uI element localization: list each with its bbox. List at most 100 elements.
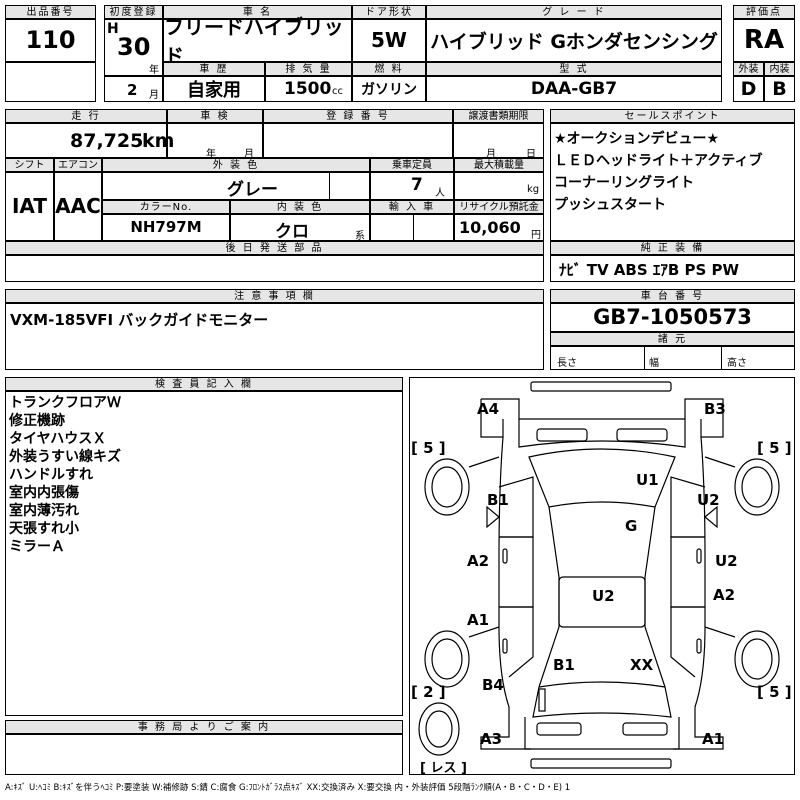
remark-2: 修正機跡 xyxy=(9,413,65,429)
recycle-box: 10,060 円 xyxy=(454,213,544,241)
sales-line-2: ＬＥＤヘッドライト＋アクティブ xyxy=(554,153,763,169)
notes-label: 注 意 事 項 欄 xyxy=(5,289,544,304)
int-color-box: クロ 系 xyxy=(230,213,370,242)
int-color-label: 内 装 色 xyxy=(230,200,370,215)
color-no: NH797M xyxy=(102,213,230,241)
remark-5: ハンドルすれ xyxy=(9,467,93,483)
capacity-box: 7 人 xyxy=(370,171,454,200)
remark-6: 室内内張傷 xyxy=(9,485,79,501)
mileage-unit: km xyxy=(142,130,175,152)
reg-year: 30 xyxy=(117,33,151,61)
mileage-label: 走 行 xyxy=(5,109,167,124)
damage-b3: B3 xyxy=(704,400,726,418)
transfer-day-unit: 日 xyxy=(526,149,536,160)
load-unit: kg xyxy=(527,184,540,195)
remark-1: トランクフロアＷ xyxy=(9,395,121,411)
inspection-label: 車 検 xyxy=(167,109,263,124)
sales-line-1: ★オークションデビュー★ xyxy=(554,131,720,147)
recycle-label: リサイクル預託金 xyxy=(454,200,544,215)
transfer-box: 月 日 xyxy=(453,122,544,160)
interior-color: クロ xyxy=(275,222,309,242)
door-label: ドア形状 xyxy=(352,5,426,20)
int-color-unit: 系 xyxy=(355,231,365,242)
transfer-label: 譲渡書類期限 xyxy=(453,109,544,124)
color-label: 外 装 色 xyxy=(102,158,370,173)
displacement-box: 1500 cc xyxy=(265,75,352,102)
score: RA xyxy=(733,18,795,62)
inspector-label: 検 査 員 記 入 欄 xyxy=(5,377,403,392)
tire-front-left: [ 5 ] xyxy=(411,439,446,457)
equipment-items: ﾅﾋﾞ TV ABS ｴｱB PS PW xyxy=(550,254,795,282)
car-diagram xyxy=(418,381,780,769)
displacement-label: 排 気 量 xyxy=(265,62,352,77)
specs-box: 長さ 幅 高さ xyxy=(550,345,795,370)
notes-text: VXM-185VFI バックガイドモニター xyxy=(5,302,544,370)
color-divider xyxy=(329,172,330,199)
month-unit: 月 xyxy=(149,90,159,101)
damage-u1: U1 xyxy=(636,471,659,489)
spec-width: 幅 xyxy=(649,358,659,369)
damage-b1-rear: B1 xyxy=(553,656,575,674)
later-parts-box xyxy=(5,254,544,282)
model-label: 型 式 xyxy=(426,62,722,77)
damage-b4: B4 xyxy=(482,676,504,694)
damage-g: G xyxy=(625,517,638,535)
color-no-label: カラーNo. xyxy=(102,200,230,215)
ext-grade: D xyxy=(733,75,764,102)
damage-u2-right-front: U2 xyxy=(697,491,720,509)
remark-3: タイヤハウスＸ xyxy=(9,431,107,447)
grade: ハイブリッド Gホンダセンシング xyxy=(426,18,722,62)
cc-unit: cc xyxy=(332,86,343,97)
remark-4: 外装うすい線キズ xyxy=(9,449,121,465)
sales-line-3: コーナーリングライト xyxy=(554,175,694,191)
year-unit: 年 xyxy=(149,65,159,76)
spec-height: 高さ xyxy=(727,358,747,369)
grade-label: グ レ ー ド xyxy=(426,5,722,20)
equipment-label: 純 正 装 備 xyxy=(550,241,795,256)
car-name-label: 車 名 xyxy=(163,5,352,20)
damage-a4: A4 xyxy=(477,400,500,418)
recycle-unit: 円 xyxy=(531,230,541,241)
tire-front-right: [ 5 ] xyxy=(757,439,792,457)
tire-rear-left: [ 2 ] xyxy=(411,683,446,701)
load-label: 最大積載量 xyxy=(454,158,544,173)
air-conditioner: AAC xyxy=(54,171,102,241)
specs-label: 諸 元 xyxy=(550,332,795,347)
later-parts-label: 後 日 発 送 部 品 xyxy=(5,241,544,256)
damage-a3: A3 xyxy=(480,730,503,748)
inspector-remarks: トランクフロアＷ 修正機跡 タイヤハウスＸ 外装うすい線キズ ハンドルすれ 室内… xyxy=(5,390,403,716)
damage-a1-rear: A1 xyxy=(702,730,725,748)
import-label: 輸 入 車 xyxy=(370,200,454,215)
office-box xyxy=(5,733,403,775)
tire-rear-right: [ 5 ] xyxy=(757,683,792,701)
damage-a2-right: A2 xyxy=(713,586,736,604)
capacity-unit: 人 xyxy=(435,188,445,199)
damage-legend: A:ｷｽﾞ U:ﾍｺﾐ B:ｷｽﾞを伴うﾍｺﾐ P:要塗装 W:補修跡 S:錆 … xyxy=(5,783,571,793)
damage-u2-right-door: U2 xyxy=(715,552,738,570)
shift-label: シフト xyxy=(5,158,54,173)
lot-no-label: 出品番号 xyxy=(5,5,96,20)
insp-year-unit: 年 xyxy=(206,149,216,160)
shift: IAT xyxy=(5,171,54,241)
ac-label: エアコン xyxy=(54,158,102,173)
chassis-number: GB7-1050573 xyxy=(550,302,795,332)
mileage-box: 87,725 km xyxy=(5,122,174,158)
damage-a2-left: A2 xyxy=(467,552,490,570)
capacity-label: 乗車定員 xyxy=(370,158,454,173)
history-label: 車 歴 xyxy=(163,62,265,77)
capacity: 7 xyxy=(411,175,423,195)
color-box: グレー xyxy=(102,171,370,200)
reg-month-box: 2 月 xyxy=(104,76,163,102)
fuel: ガソリン xyxy=(352,75,426,102)
lot-no: 110 xyxy=(5,18,96,62)
office-label: 事 務 局 よ り ご 案 内 xyxy=(5,720,403,735)
lot-no-blank xyxy=(5,62,96,102)
sales-box: ★オークションデビュー★ ＬＥＤヘッドライト＋アクティブ コーナーリングライト … xyxy=(550,122,795,241)
spare-tire: [ レス ] xyxy=(420,761,467,776)
spec-divider-1 xyxy=(644,346,645,369)
spec-length: 長さ xyxy=(557,358,577,369)
remark-8: 天張すれ小 xyxy=(9,521,79,537)
score-label: 評価点 xyxy=(733,5,795,20)
import-divider xyxy=(413,214,414,240)
first-reg-label: 初度登録 xyxy=(104,5,163,20)
